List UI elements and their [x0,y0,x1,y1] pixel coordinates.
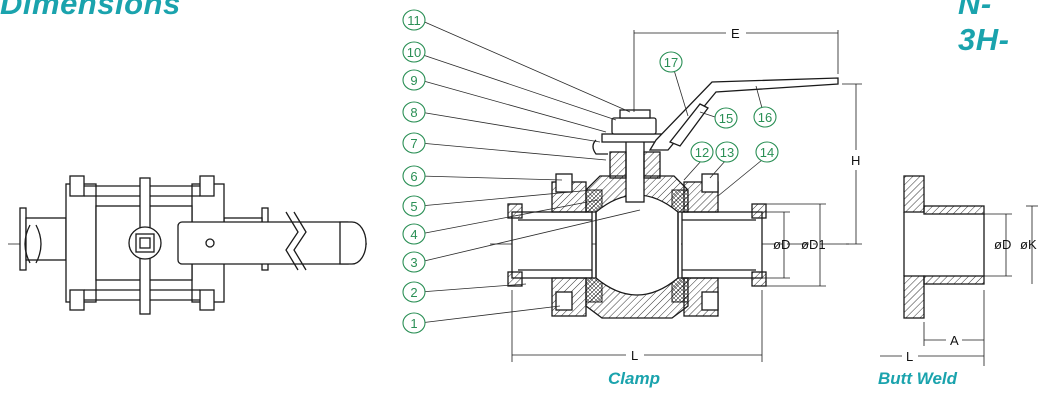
svg-text:3: 3 [410,255,417,270]
svg-text:2: 2 [410,285,417,300]
butt-weld-caption: Butt Weld [878,369,958,388]
svg-text:15: 15 [719,111,733,126]
callout-leaders [419,19,763,324]
svg-text:7: 7 [410,136,417,151]
dim-h-label: H [851,153,860,168]
svg-text:1: 1 [410,316,417,331]
svg-text:6: 6 [410,169,417,184]
dim-d-butt-label: øD [994,237,1011,252]
dim-l-clamp-label: L [631,348,638,363]
model-number-title: N-3H- [958,0,1010,57]
callout-7: 7 [402,132,426,154]
callout-16: 16 [753,106,777,128]
callout-3: 3 [402,251,426,273]
svg-text:16: 16 [758,110,772,125]
callout-1: 1 [402,312,426,334]
svg-text:8: 8 [410,105,417,120]
svg-text:12: 12 [695,145,709,160]
dim-a-label: A [950,333,959,348]
section-title: Dimensions [0,0,181,21]
svg-text:13: 13 [720,145,734,160]
svg-text:9: 9 [410,73,417,88]
callout-10: 10 [402,41,426,63]
callout-6: 6 [402,165,426,187]
clamp-section-view: E H øD øD1 L [490,26,862,363]
svg-text:17: 17 [664,55,678,70]
dim-k-butt-label: øK [1020,237,1037,252]
svg-text:4: 4 [410,227,417,242]
butt-weld-view: øD øK A L [880,175,1038,366]
callout-bubbles: 11 10 9 8 7 6 5 4 3 2 1 12 13 14 15 16 1… [402,9,779,334]
svg-text:5: 5 [410,199,417,214]
callout-12: 12 [690,141,714,163]
callout-2: 2 [402,281,426,303]
dim-e-label: E [731,26,740,41]
callout-14: 14 [755,141,779,163]
clamp-caption: Clamp [608,369,660,388]
callout-15: 15 [714,107,738,129]
callout-4: 4 [402,223,426,245]
dim-l-butt-label: L [906,349,913,364]
callout-8: 8 [402,101,426,123]
dim-d1-label: øD1 [801,237,826,252]
svg-text:14: 14 [760,145,774,160]
callout-5: 5 [402,195,426,217]
callout-9: 9 [402,69,426,91]
svg-text:11: 11 [407,13,421,28]
dim-d-label: øD [773,237,790,252]
callout-17: 17 [659,51,683,73]
callout-11: 11 [402,9,426,31]
svg-text:10: 10 [407,45,421,60]
callout-13: 13 [715,141,739,163]
top-view [8,175,368,315]
